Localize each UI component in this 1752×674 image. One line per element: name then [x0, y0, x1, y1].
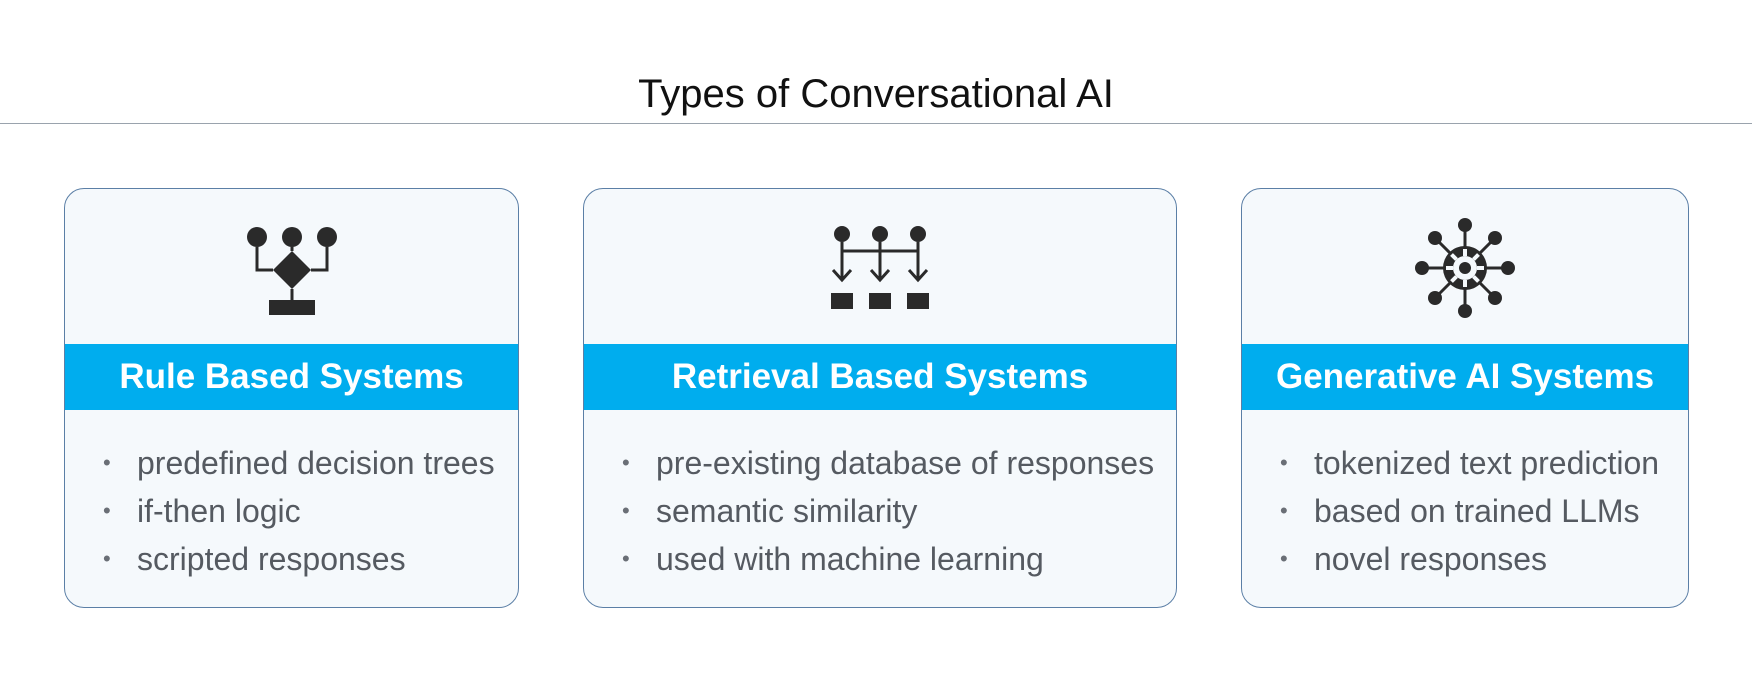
bullet-list: predefined decision trees if-then logic … — [103, 439, 508, 583]
title-divider — [0, 123, 1752, 124]
list-item: scripted responses — [103, 535, 508, 583]
list-item: if-then logic — [103, 487, 508, 535]
card-heading: Rule Based Systems — [65, 344, 518, 410]
list-item: used with machine learning — [622, 535, 1166, 583]
list-item: tokenized text prediction — [1280, 439, 1678, 487]
neural-gear-icon — [1415, 218, 1515, 318]
decision-tree-icon — [246, 227, 337, 315]
retrieval-arrows-icon — [831, 226, 929, 309]
card-rule-based: Rule Based Systems predefined decision t… — [64, 188, 519, 608]
card-retrieval-based: Retrieval Based Systems pre-existing dat… — [583, 188, 1177, 608]
bullet-list: tokenized text prediction based on train… — [1280, 439, 1678, 583]
list-item: semantic similarity — [622, 487, 1166, 535]
card-generative-ai: Generative AI Systems tokenized text pre… — [1241, 188, 1689, 608]
bullet-list: pre-existing database of responses seman… — [622, 439, 1166, 583]
list-item: predefined decision trees — [103, 439, 508, 487]
list-item: pre-existing database of responses — [622, 439, 1166, 487]
list-item: based on trained LLMs — [1280, 487, 1678, 535]
list-item: novel responses — [1280, 535, 1678, 583]
page-title: Types of Conversational AI — [638, 72, 1114, 116]
card-heading: Generative AI Systems — [1242, 344, 1688, 410]
card-heading: Retrieval Based Systems — [584, 344, 1176, 410]
